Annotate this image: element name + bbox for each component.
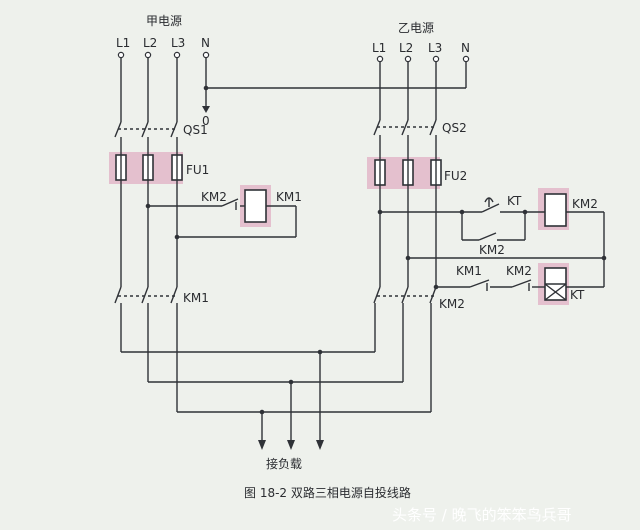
km2-hold-contact xyxy=(478,232,497,241)
neutral-arrow-icon xyxy=(202,106,210,113)
fu2-label: FU2 xyxy=(444,169,467,183)
km1-main-contact-label: KM1 xyxy=(183,291,209,305)
source-b-n-terminal xyxy=(462,55,470,63)
km1-series-contact-label: KM1 xyxy=(456,264,482,278)
km1-coil xyxy=(244,189,267,223)
km2-hold-contact-label: KM2 xyxy=(479,243,505,257)
km1-series-contact xyxy=(469,279,490,288)
source-a-l1-terminal xyxy=(117,51,125,59)
km2-series-contact-label: KM2 xyxy=(506,264,532,278)
km1-coil-label: KM1 xyxy=(276,190,302,204)
load-label: 接负载 xyxy=(266,456,302,471)
kt-timer-contact-label: KT xyxy=(507,194,522,208)
source-a-l1-label: L1 xyxy=(116,36,130,50)
source-b-l2-terminal xyxy=(404,55,412,63)
load-arrow-icon-l1 xyxy=(316,440,324,450)
km2-interlock-contact xyxy=(221,198,239,207)
km2-coil xyxy=(544,193,567,227)
kt-coil-label: KT xyxy=(570,288,585,302)
source-b-l2-label: L2 xyxy=(399,41,413,55)
qs2-label: QS2 xyxy=(442,121,467,135)
source-b-l1-label: L1 xyxy=(372,41,386,55)
source-a-title: 甲电源 xyxy=(146,14,182,28)
source-b-l3-terminal xyxy=(432,55,440,63)
source-a-l2-label: L2 xyxy=(143,36,157,50)
source-a-l3-label: L3 xyxy=(171,36,185,50)
qs1-label: QS1 xyxy=(183,123,208,137)
source-a-l2-terminal xyxy=(144,51,152,59)
km2-coil-label: KM2 xyxy=(572,197,598,211)
source-a-neutral-mark: 0 xyxy=(202,114,210,128)
kt-timer-contact xyxy=(481,203,500,213)
source-b-wiring xyxy=(373,62,605,412)
fu1-label: FU1 xyxy=(186,163,209,177)
km2-main-contact-label: KM2 xyxy=(439,297,465,311)
source-a-n-terminal xyxy=(202,51,210,59)
load-arrow-icon-l3 xyxy=(258,440,266,450)
source-b-title: 乙电源 xyxy=(398,21,434,35)
source-b-l1-terminal xyxy=(376,55,384,63)
km2-series-contact xyxy=(511,279,532,288)
source-b-l3-label: L3 xyxy=(428,41,442,55)
source-a-wiring xyxy=(114,58,467,440)
watermark: 头条号 / 晚飞的笨笨鸟兵哥 xyxy=(392,506,572,524)
figure-caption: 图 18-2 双路三相电源自投线路 xyxy=(244,485,411,500)
source-a-n-label: N xyxy=(201,36,210,50)
source-a-l3-terminal xyxy=(173,51,181,59)
load-arrow-icon-l2 xyxy=(287,440,295,450)
km2-interlock-label: KM2 xyxy=(201,190,227,204)
source-b-n-label: N xyxy=(461,41,470,55)
